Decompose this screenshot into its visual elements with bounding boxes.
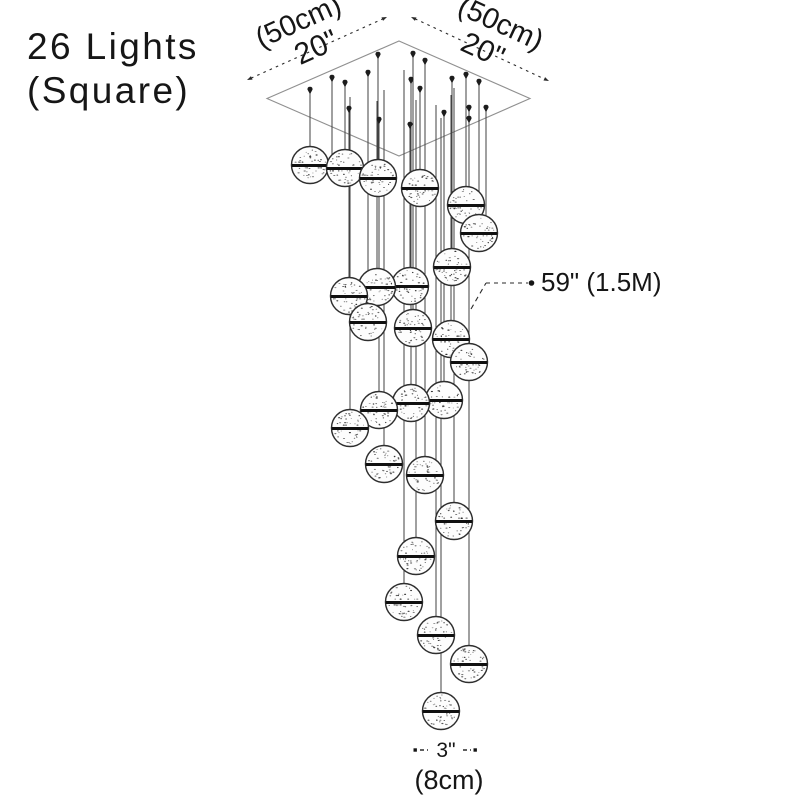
svg-text:(8cm): (8cm) <box>415 765 484 795</box>
svg-text:59" (1.5M): 59" (1.5M) <box>541 267 662 297</box>
svg-text:3": 3" <box>436 739 455 762</box>
svg-text:(Square): (Square) <box>27 70 190 111</box>
svg-text:26 Lights: 26 Lights <box>27 26 199 67</box>
